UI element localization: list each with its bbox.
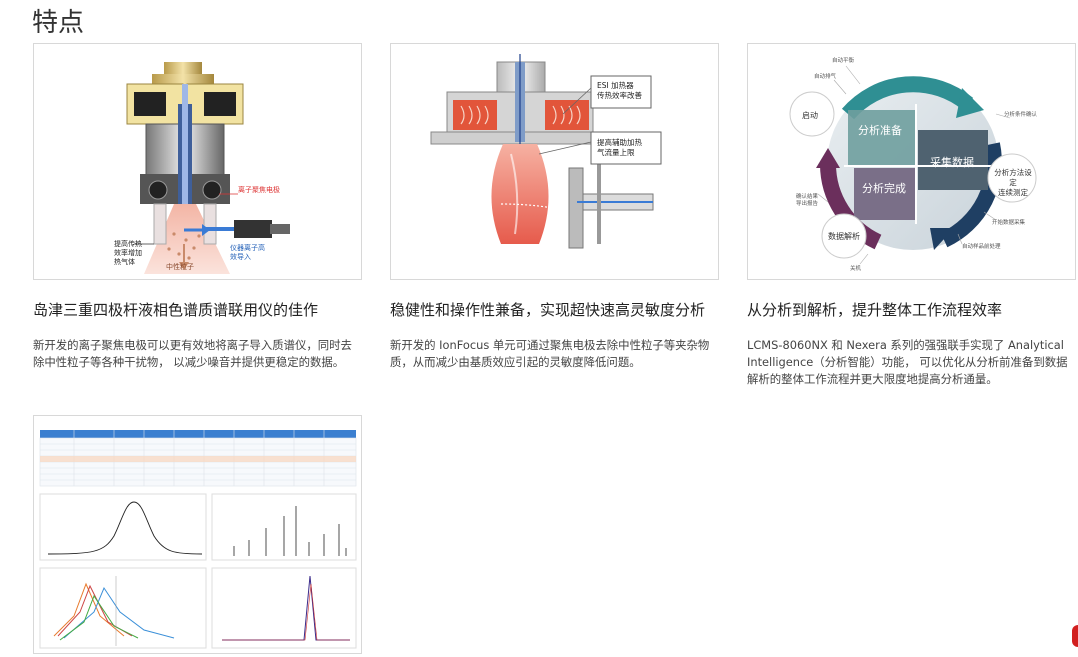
- card-2-image: ESI 加热器 传热效率改善 提高辅助加热 气流量上限: [390, 43, 719, 280]
- label-gas: 提高辅助加热 气流量上限: [597, 138, 642, 158]
- tag-confirm-line2: 导出报告: [796, 201, 819, 207]
- card-1-title[interactable]: 岛津三重四极杆液相色谱质谱联用仪的佳作: [33, 301, 319, 319]
- tag-start-acquisition: 开始数据采集: [992, 220, 1026, 226]
- feature-card-1[interactable]: 离子聚焦电极 提高传热效率增加热气体 中性粒子 仪器离子高效导入 岛津三重四极杆…: [33, 43, 363, 371]
- feedback-tab[interactable]: [1072, 625, 1078, 647]
- label-method: 分析方法设定 连续测定: [992, 168, 1034, 198]
- label-neutral: 中性粒子: [166, 263, 194, 271]
- feature-card-4[interactable]: [33, 415, 363, 654]
- label-start: 启动: [802, 111, 818, 120]
- section-title: 特点: [32, 8, 85, 38]
- label-gas-line1: 提高辅助加热: [597, 138, 642, 147]
- tag-shutdown: 关机: [850, 266, 862, 272]
- feature-card-2[interactable]: ESI 加热器 传热效率改善 提高辅助加热 气流量上限 稳健性和操作性兼备，实现…: [390, 43, 720, 371]
- card-2-desc: 新开发的 IonFocus 单元可通过聚焦电极去除中性粒子等夹杂物质，从而减少由…: [390, 338, 710, 369]
- tag-condition-check: 分析条件确认: [1004, 112, 1038, 118]
- label-prep: 分析准备: [858, 124, 902, 137]
- tag-confirm-line1: 确认结果: [796, 194, 819, 200]
- label-method-line1: 分析方法设定: [994, 168, 1032, 187]
- label-focus-electrode: 离子聚焦电极: [238, 186, 280, 194]
- label-analysis: 数据解析: [828, 232, 860, 241]
- label-ion: 仪器离子高效导入: [230, 244, 265, 261]
- card-3-desc: LCMS-8060NX 和 Nexera 系列的强强联手实现了 Analytic…: [747, 338, 1068, 386]
- tag-auto-balance: 自动平衡: [832, 58, 855, 64]
- label-esi-heater: ESI 加热器 传热效率改善: [597, 81, 642, 101]
- label-method-line2: 连续测定: [998, 188, 1028, 197]
- tag-sample-prep: 自动样品前处理: [962, 244, 1001, 250]
- card-4-image: [33, 415, 362, 654]
- label-gas-line2: 气流量上限: [597, 148, 635, 157]
- label-esi-line1: ESI 加热器: [597, 81, 634, 90]
- card-3-title[interactable]: 从分析到解析，提升整体工作流程效率: [747, 301, 1003, 319]
- tag-auto-purge: 自动排气: [814, 74, 837, 80]
- label-heat: 提高传热效率增加热气体: [114, 240, 142, 266]
- label-collect: 采集数据: [930, 156, 974, 169]
- feature-card-3[interactable]: 分析准备 采集数据 分析完成 启动 分析方法设定 连续测定 数据解析 自动平衡 …: [747, 43, 1077, 388]
- label-esi-line2: 传热效率改善: [597, 91, 642, 100]
- card-2-title[interactable]: 稳健性和操作性兼备，实现超快速高灵敏度分析: [390, 301, 706, 319]
- tag-confirm-result: 确认结果 导出报告: [796, 194, 818, 208]
- label-done: 分析完成: [862, 182, 906, 195]
- card-1-desc: 新开发的离子聚焦电极可以更有效地将离子导入质谱仪，同时去除中性粒子等各种干扰物，…: [33, 338, 352, 369]
- card-1-image: 离子聚焦电极 提高传热效率增加热气体 中性粒子 仪器离子高效导入: [33, 43, 362, 280]
- card-3-image: 分析准备 采集数据 分析完成 启动 分析方法设定 连续测定 数据解析 自动平衡 …: [747, 43, 1076, 280]
